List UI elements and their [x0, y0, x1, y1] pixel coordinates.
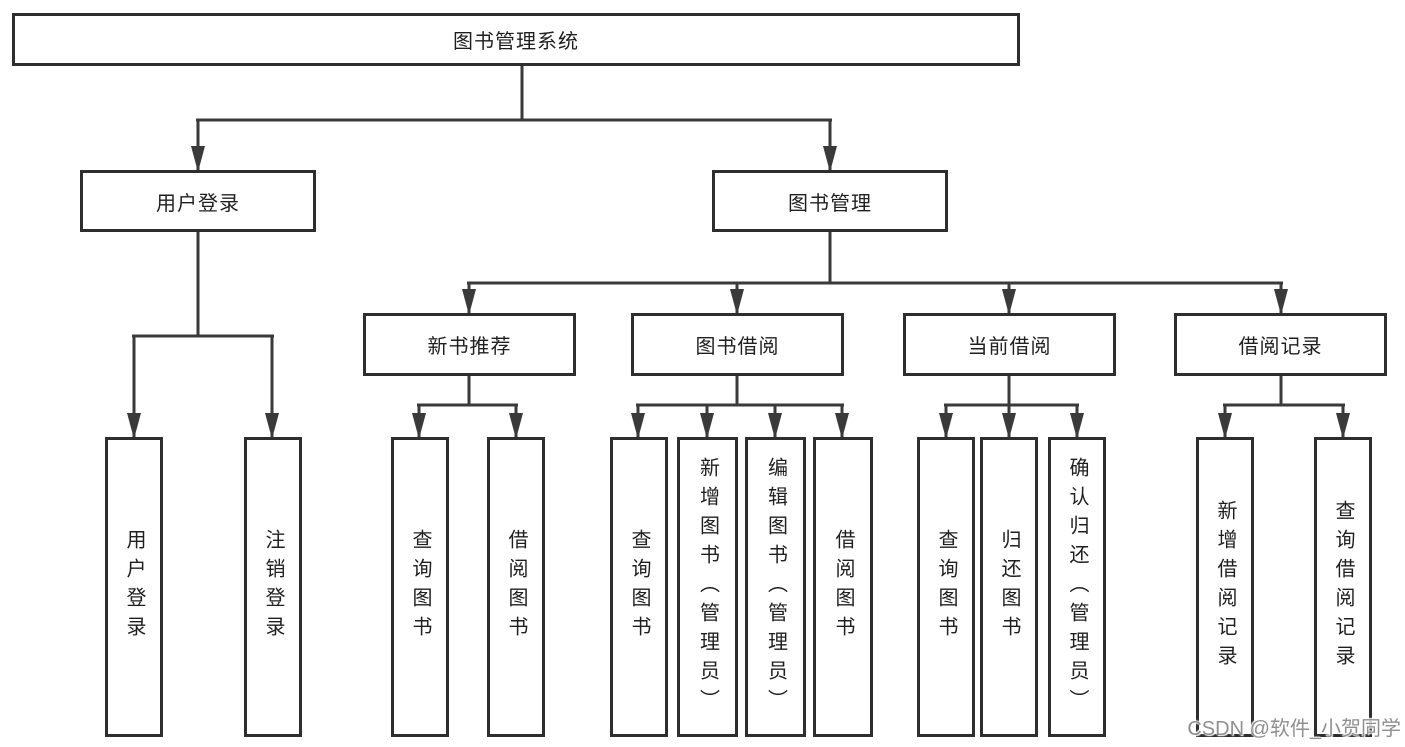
leaf-return-books: 归还图书 — [980, 437, 1038, 737]
node-label: 新增图书（管理员） — [696, 456, 719, 718]
node-label: 用户登录 — [123, 529, 145, 645]
leaf-add-borrow-record: 新增借阅记录 — [1196, 437, 1254, 737]
leaf-query-books-current: 查询图书 — [917, 437, 975, 737]
leaf-confirm-return-admin: 确认归还（管理员） — [1048, 437, 1106, 737]
node-user-login: 用户登录 — [80, 170, 316, 232]
leaf-logout: 注销登录 — [244, 437, 302, 737]
node-label: 确认归还（管理员） — [1066, 456, 1088, 718]
node-book-borrow: 图书借阅 — [631, 313, 844, 376]
node-borrow-records: 借阅记录 — [1174, 313, 1387, 376]
node-label: 借阅记录 — [1238, 336, 1323, 358]
leaf-borrow-books-recommend: 借阅图书 — [487, 437, 545, 737]
node-label: 归还图书 — [998, 529, 1020, 645]
node-label: 借阅图书 — [505, 529, 527, 645]
node-label: 查询借阅记录 — [1332, 500, 1354, 674]
leaf-query-borrow-record: 查询借阅记录 — [1314, 437, 1372, 737]
node-label: 借阅图书 — [832, 529, 854, 645]
node-label: 用户登录 — [156, 192, 240, 215]
watermark: CSDN @软件_小贺同学 — [1187, 718, 1401, 740]
node-label: 查询图书 — [628, 529, 650, 645]
leaf-user-login: 用户登录 — [105, 437, 163, 737]
leaf-add-books-admin: 新增图书（管理员） — [677, 437, 738, 737]
node-label: 注销登录 — [262, 529, 284, 645]
node-current-borrow: 当前借阅 — [903, 313, 1116, 376]
node-new-book-recommend: 新书推荐 — [363, 313, 576, 376]
node-label: 编辑图书（管理员） — [764, 456, 787, 718]
leaf-query-books-borrow: 查询图书 — [610, 437, 668, 737]
node-library-management-system: 图书管理系统 — [12, 13, 1020, 66]
node-label: 查询图书 — [409, 529, 431, 645]
node-label: 图书管理系统 — [453, 31, 579, 53]
node-label: 图书借阅 — [695, 336, 780, 358]
node-label: 图书管理 — [788, 192, 872, 215]
node-label: 新书推荐 — [427, 336, 512, 358]
leaf-edit-books-admin: 编辑图书（管理员） — [745, 437, 806, 737]
leaf-query-books-recommend: 查询图书 — [391, 437, 449, 737]
node-label: 当前借阅 — [967, 336, 1052, 358]
node-label: 查询图书 — [935, 529, 957, 645]
node-label: 新增借阅记录 — [1214, 500, 1236, 674]
leaf-borrow-books: 借阅图书 — [813, 437, 873, 737]
node-book-management: 图书管理 — [712, 170, 948, 232]
